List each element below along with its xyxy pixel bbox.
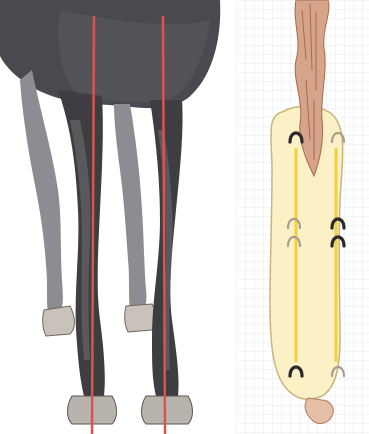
- far-right-leg: [114, 104, 146, 310]
- near-right-hoof: [142, 396, 193, 424]
- track-illustration: [236, 0, 369, 434]
- far-left-hoof: [43, 306, 75, 336]
- rear-view-illustration: [0, 0, 236, 434]
- rear-view-panel: [0, 0, 236, 434]
- track-view-panel: [236, 0, 369, 434]
- far-left-leg: [20, 70, 63, 314]
- far-right-hoof: [125, 304, 157, 332]
